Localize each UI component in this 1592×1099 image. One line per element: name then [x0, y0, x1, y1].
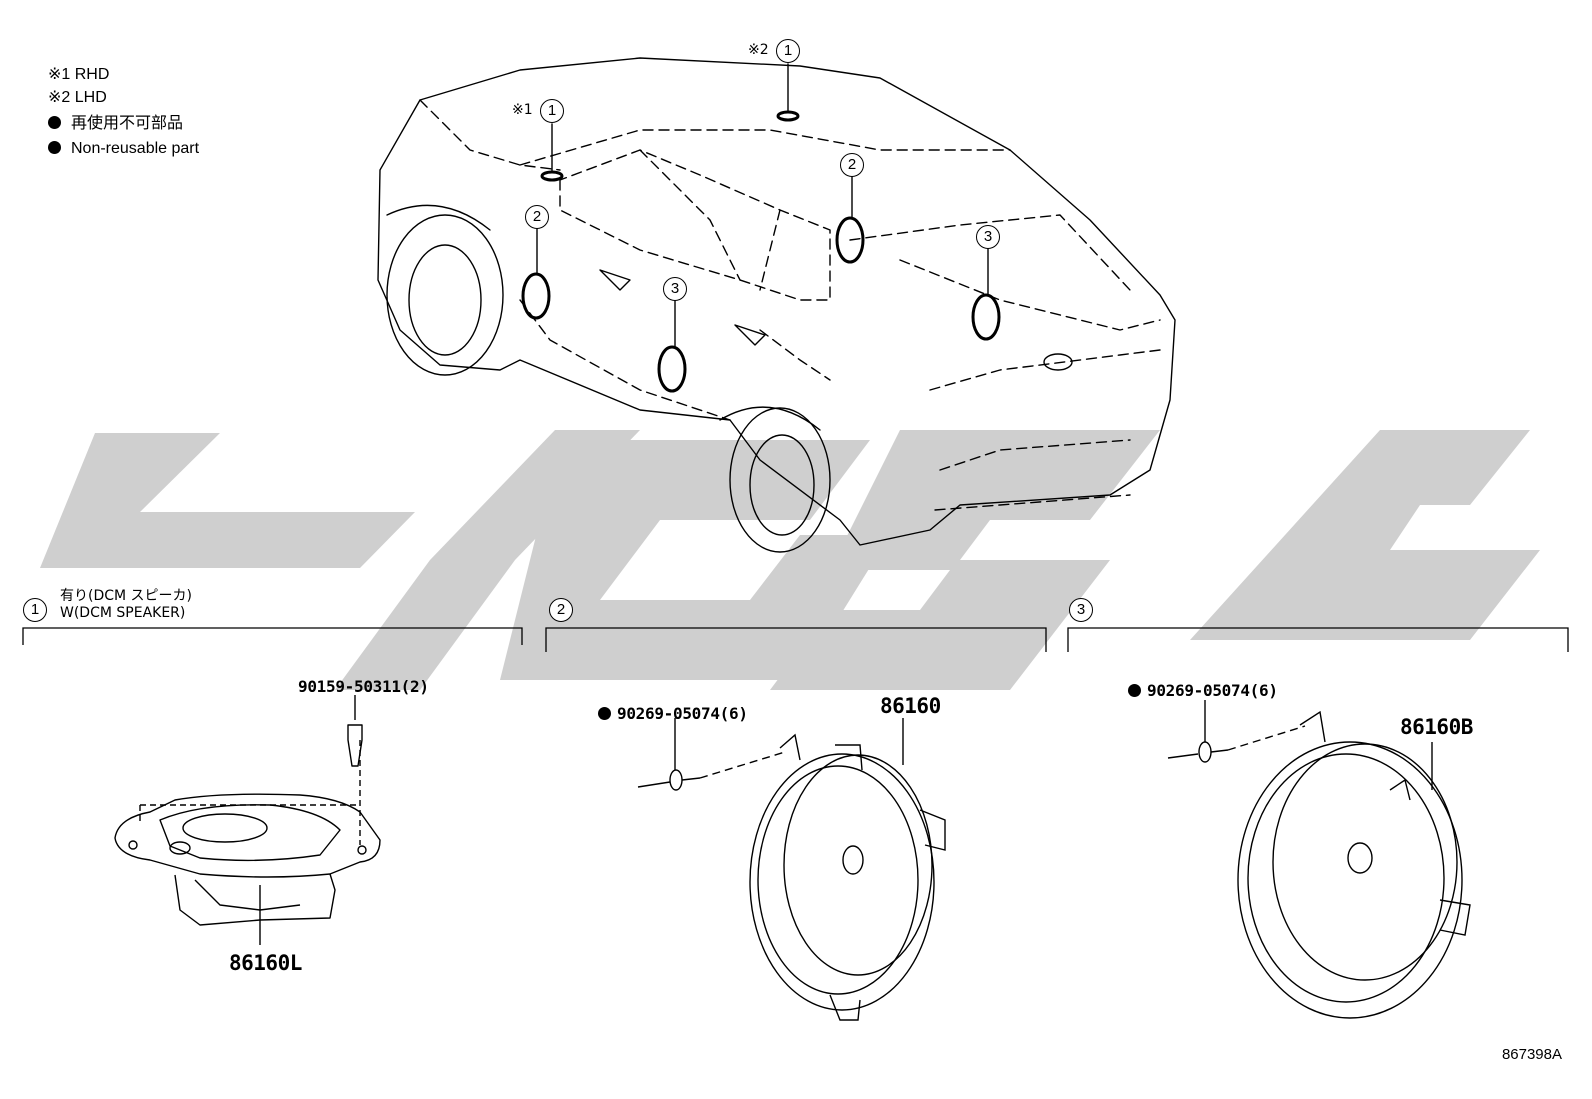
dcm-speaker-illustration: [114, 695, 381, 945]
section-2-number: 2: [549, 598, 573, 622]
vehicle-illustration: [377, 57, 1176, 553]
part-number-90269-05074-sec3: 90269-05074(6): [1128, 681, 1278, 700]
callout-2-far-door: 2: [840, 153, 864, 177]
callout-3-far-rear-door: 3: [976, 225, 1000, 249]
section-1-title-en: W(DCM SPEAKER): [60, 605, 186, 621]
bullet-icon: [48, 141, 61, 154]
legend-lhd-text: ※2 LHD: [48, 89, 107, 106]
section-1-number: 1: [23, 598, 47, 622]
callout-1-lhd: 1: [776, 39, 800, 63]
section-3-number: 3: [1069, 598, 1093, 622]
door-speaker-illustration: [637, 718, 946, 1021]
part-number-90269-05074-sec2: 90269-05074(6): [598, 704, 748, 723]
illustration-number: 867398A: [1501, 1046, 1562, 1063]
bullet-icon: [48, 116, 61, 129]
rear-speaker-illustration: [1167, 700, 1471, 1019]
legend-non-reusable-jp: 再使用不可部品: [48, 114, 183, 133]
callout-1-rhd: 1: [540, 99, 564, 123]
callout-note-lhd: ※2: [748, 42, 769, 58]
legend-rhd: ※1 RHD: [48, 66, 109, 84]
callout-note-rhd: ※1: [512, 102, 533, 118]
watermark-logo: [40, 430, 1540, 690]
legend-non-reusable-jp-text: 再使用不可部品: [71, 113, 184, 132]
part-number-90269-05074-sec2-text: 90269-05074(6): [617, 704, 748, 723]
part-number-86160L: 86160L: [229, 951, 302, 975]
non-reusable-bullet-icon: [598, 707, 611, 720]
callout-2-front-door: 2: [525, 205, 549, 229]
legend-non-reusable-en: Non-reusable part: [48, 140, 199, 158]
part-number-86160B: 86160B: [1400, 715, 1473, 739]
legend-rhd-text: ※1 RHD: [48, 66, 110, 83]
part-number-90159-50311: 90159-50311(2): [298, 677, 429, 696]
section-brackets: [22, 627, 1569, 652]
part-number-86160: 86160: [880, 694, 941, 718]
legend-lhd: ※2 LHD: [48, 89, 107, 107]
non-reusable-bullet-icon: [1128, 684, 1141, 697]
section-1-title-jp: 有り(DCM スピーカ): [60, 588, 193, 604]
callout-3-rear-door: 3: [663, 277, 687, 301]
legend-non-reusable-en-text: Non-reusable part: [71, 140, 200, 157]
part-number-90269-05074-sec3-text: 90269-05074(6): [1147, 681, 1278, 700]
